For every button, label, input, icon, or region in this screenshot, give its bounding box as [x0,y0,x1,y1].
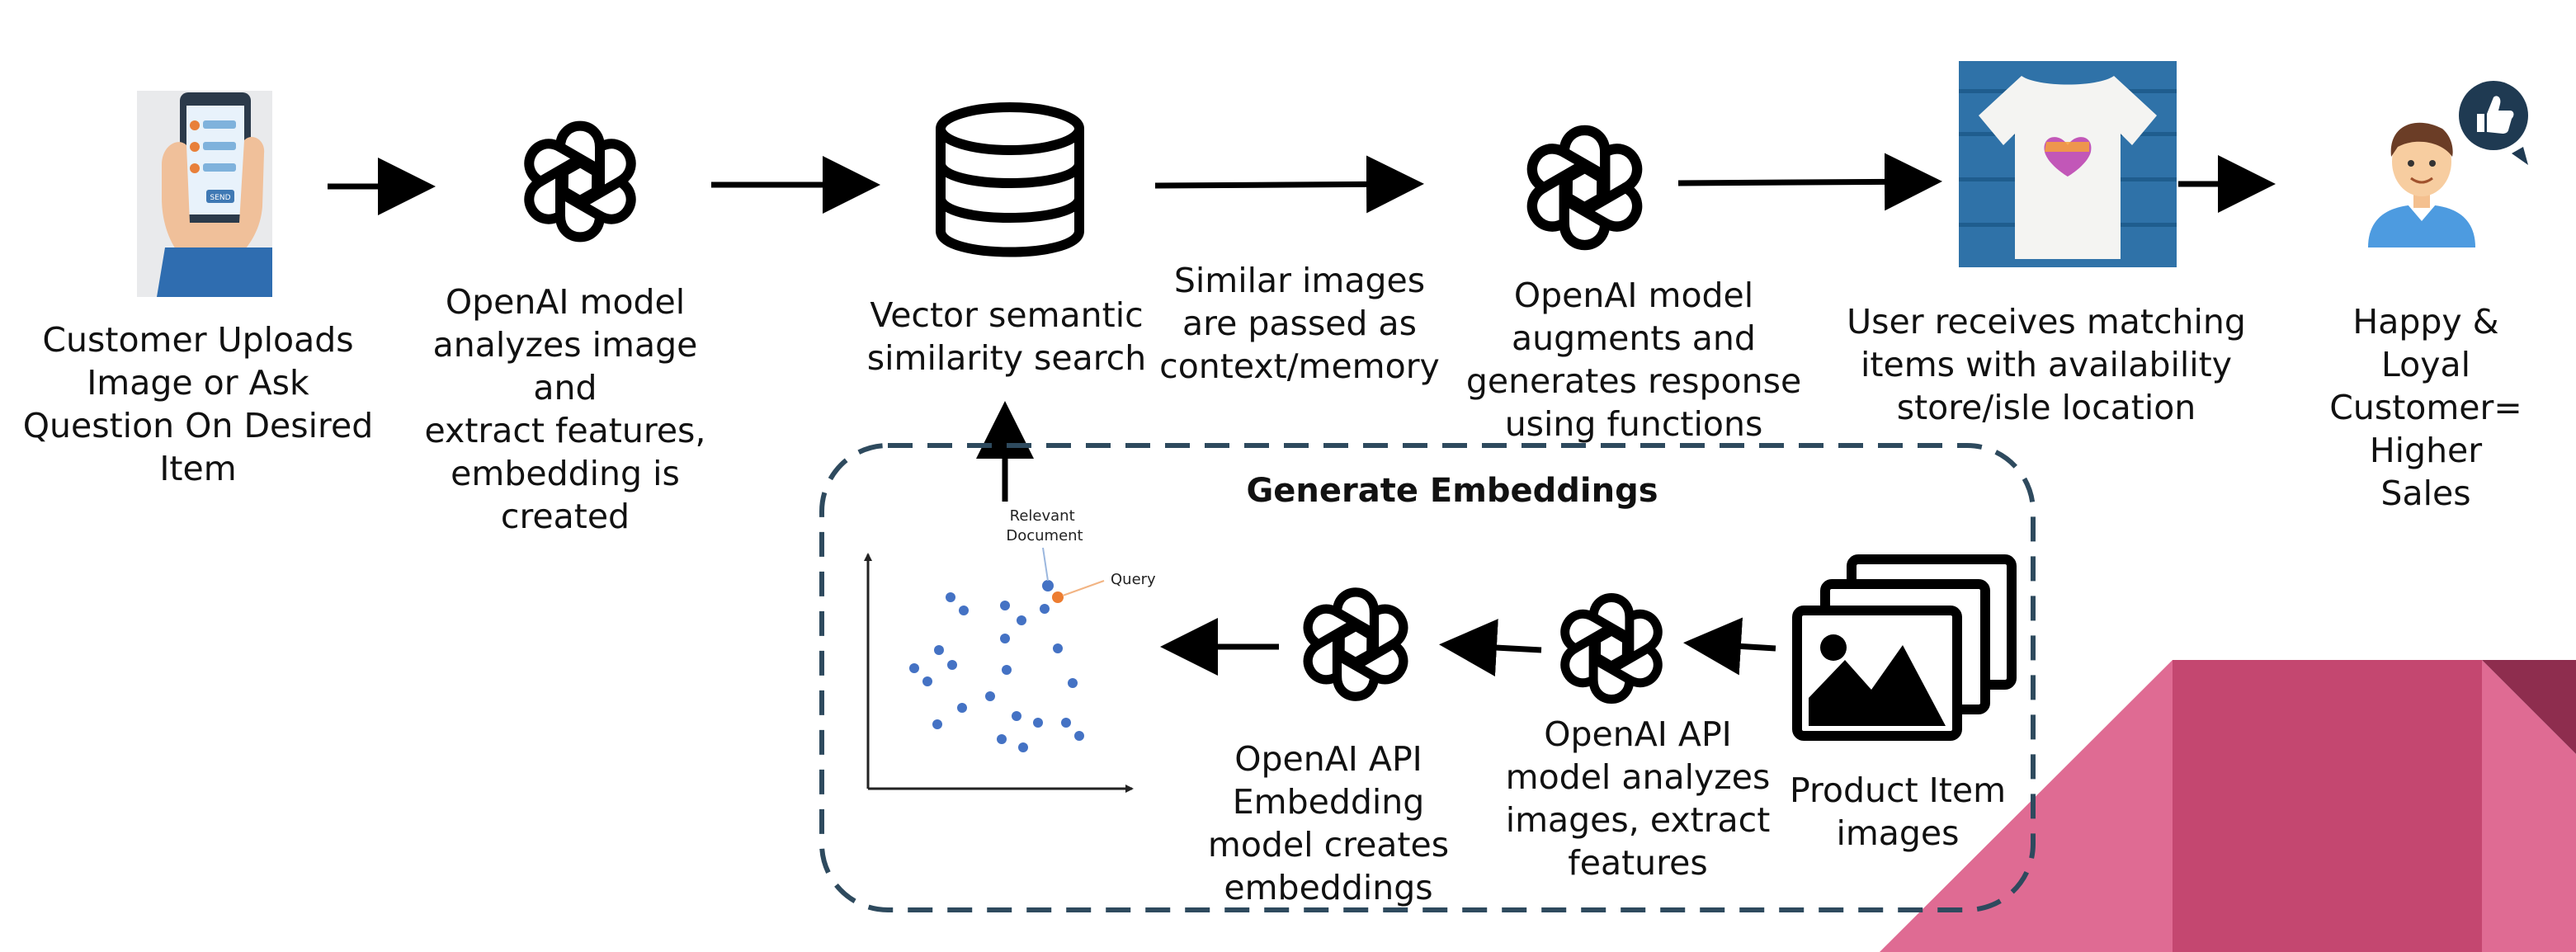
step-context-label: Similar images are passed as context/mem… [1159,261,1440,386]
openai-logo-icon [522,126,639,238]
product-images-icon [1792,554,2017,741]
arrow-augment-to-receive [1677,153,1942,211]
step-augment-label: OpenAI model augments and generates resp… [1465,276,1802,444]
product-images-label: Product Item images [1789,771,2007,853]
embedding-flow-arrows [1160,617,1776,676]
arrow-image-model-to-embed-model [1439,619,1542,676]
openai-logo-icon [1525,130,1644,245]
customer-avatar-icon [2368,122,2475,247]
database-icon [936,102,1084,257]
step-upload-label: Customer Uploads Image or Ask Question O… [22,320,374,488]
tshirt-photo [1959,61,2177,267]
main-flow-arrows [328,153,2276,502]
arrow-product-to-image-model [1683,617,1776,676]
step-receive-label: User receives matching items with availa… [1847,302,2246,427]
decorative-corner [1880,660,2576,952]
thumbs-up-bubble-icon [2459,81,2528,165]
openai-logo-icon [1559,597,1664,699]
pink-triangle [1880,660,2173,952]
scatter-relevant-label-2: Document [1006,527,1083,544]
phone-send-badge: SEND [210,194,230,202]
svg-text:Relevant Document: Relevant Document [1006,507,1083,544]
embed-model-label: OpenAI API Embedding model creates embed… [1207,739,1450,907]
burgundy-triangle [2482,660,2576,754]
step-analyze-label: OpenAI model analyzes image and extract … [424,282,706,536]
scatter-query-label: Query [1111,571,1156,588]
relevant-document-point [1042,580,1054,591]
scatter-relevant-label-1: Relevant [1010,507,1075,525]
arrow-db-to-augment [1154,155,1424,214]
openai-logo-icon [1301,592,1410,696]
step-happy-label: Happy & Loyal Customer= Higher Sales [2329,302,2522,513]
phone-hand-icon: SEND [137,91,272,297]
query-point [1052,591,1064,603]
generate-embeddings-box [819,443,2036,912]
similarity-scatter-plot: Relevant Document Query [864,507,1156,793]
step-search-label: Vector semantic similarity search [866,295,1147,378]
pink-light-triangle [2482,660,2576,952]
pink-block [2173,660,2482,952]
image-model-label: OpenAI API model analyzes images, extrac… [1505,714,1771,883]
generate-embeddings-title: Generate Embeddings [1246,472,1658,510]
